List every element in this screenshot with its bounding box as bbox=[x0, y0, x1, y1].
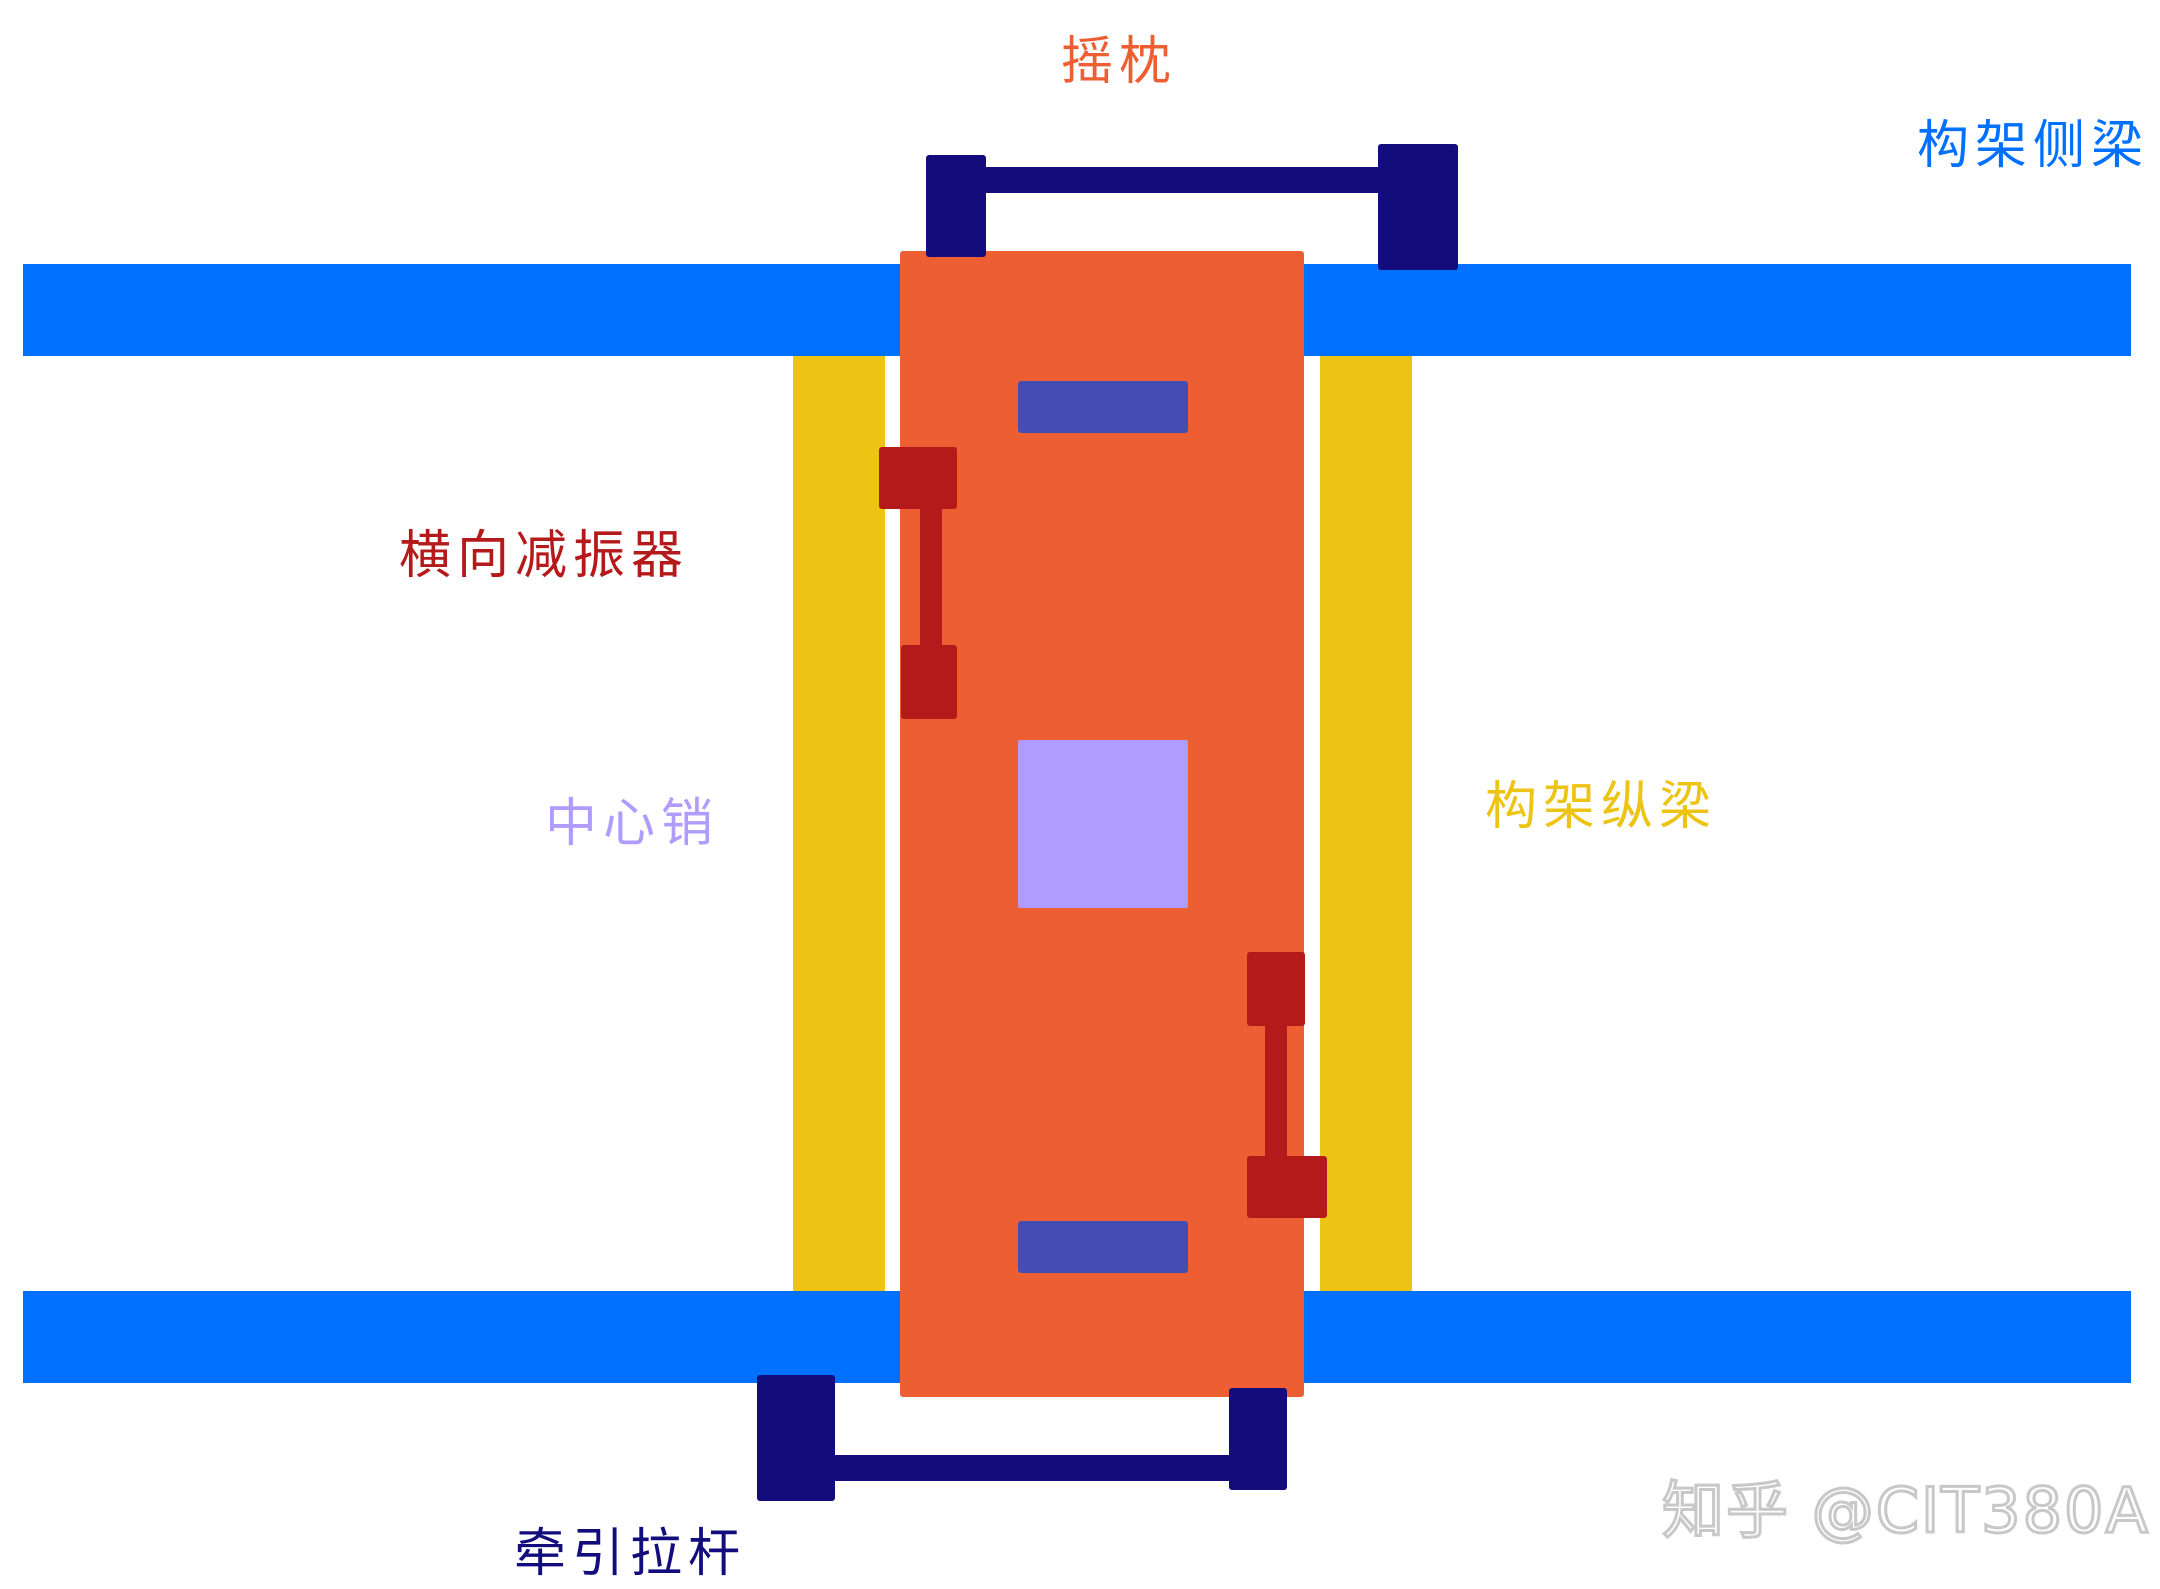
traction-rod-bottom-left-end bbox=[757, 1375, 835, 1501]
lateral-damper-left-bottom-end bbox=[901, 645, 957, 719]
traction-rod-top-bar bbox=[984, 167, 1380, 193]
label-lateral-damper: 横向减振器 bbox=[399, 526, 690, 586]
traction-rod-top-left-end bbox=[926, 155, 986, 257]
watermark: 知乎 @CIT380A bbox=[1661, 1474, 2150, 1547]
traction-rod-bottom-bar bbox=[833, 1455, 1231, 1481]
lateral-damper-right-top-end bbox=[1247, 952, 1305, 1026]
traction-rod-bottom-right-end bbox=[1229, 1388, 1287, 1490]
lateral-damper-right-rod bbox=[1265, 1026, 1287, 1156]
lateral-damper-right-bottom-end bbox=[1247, 1156, 1327, 1218]
label-center-pin: 中心销 bbox=[545, 794, 720, 854]
traction-rod-top-right-end bbox=[1378, 144, 1458, 270]
frame-longitudinal-beam-left bbox=[793, 356, 885, 1291]
bolster-plate-bottom bbox=[1018, 1221, 1188, 1273]
label-bolster: 摇枕 bbox=[1061, 32, 1178, 92]
bolster-plate-top bbox=[1018, 381, 1188, 433]
label-traction-rod: 牵引拉杆 bbox=[514, 1524, 747, 1584]
lateral-damper-left-rod bbox=[920, 509, 942, 647]
center-pin bbox=[1018, 740, 1188, 908]
frame-longitudinal-beam-right bbox=[1320, 356, 1412, 1291]
label-frame-side-beam: 构架侧梁 bbox=[1917, 116, 2150, 176]
lateral-damper-left-top-end bbox=[879, 447, 957, 509]
label-frame-longitudinal-beam: 构架纵梁 bbox=[1485, 777, 1718, 837]
